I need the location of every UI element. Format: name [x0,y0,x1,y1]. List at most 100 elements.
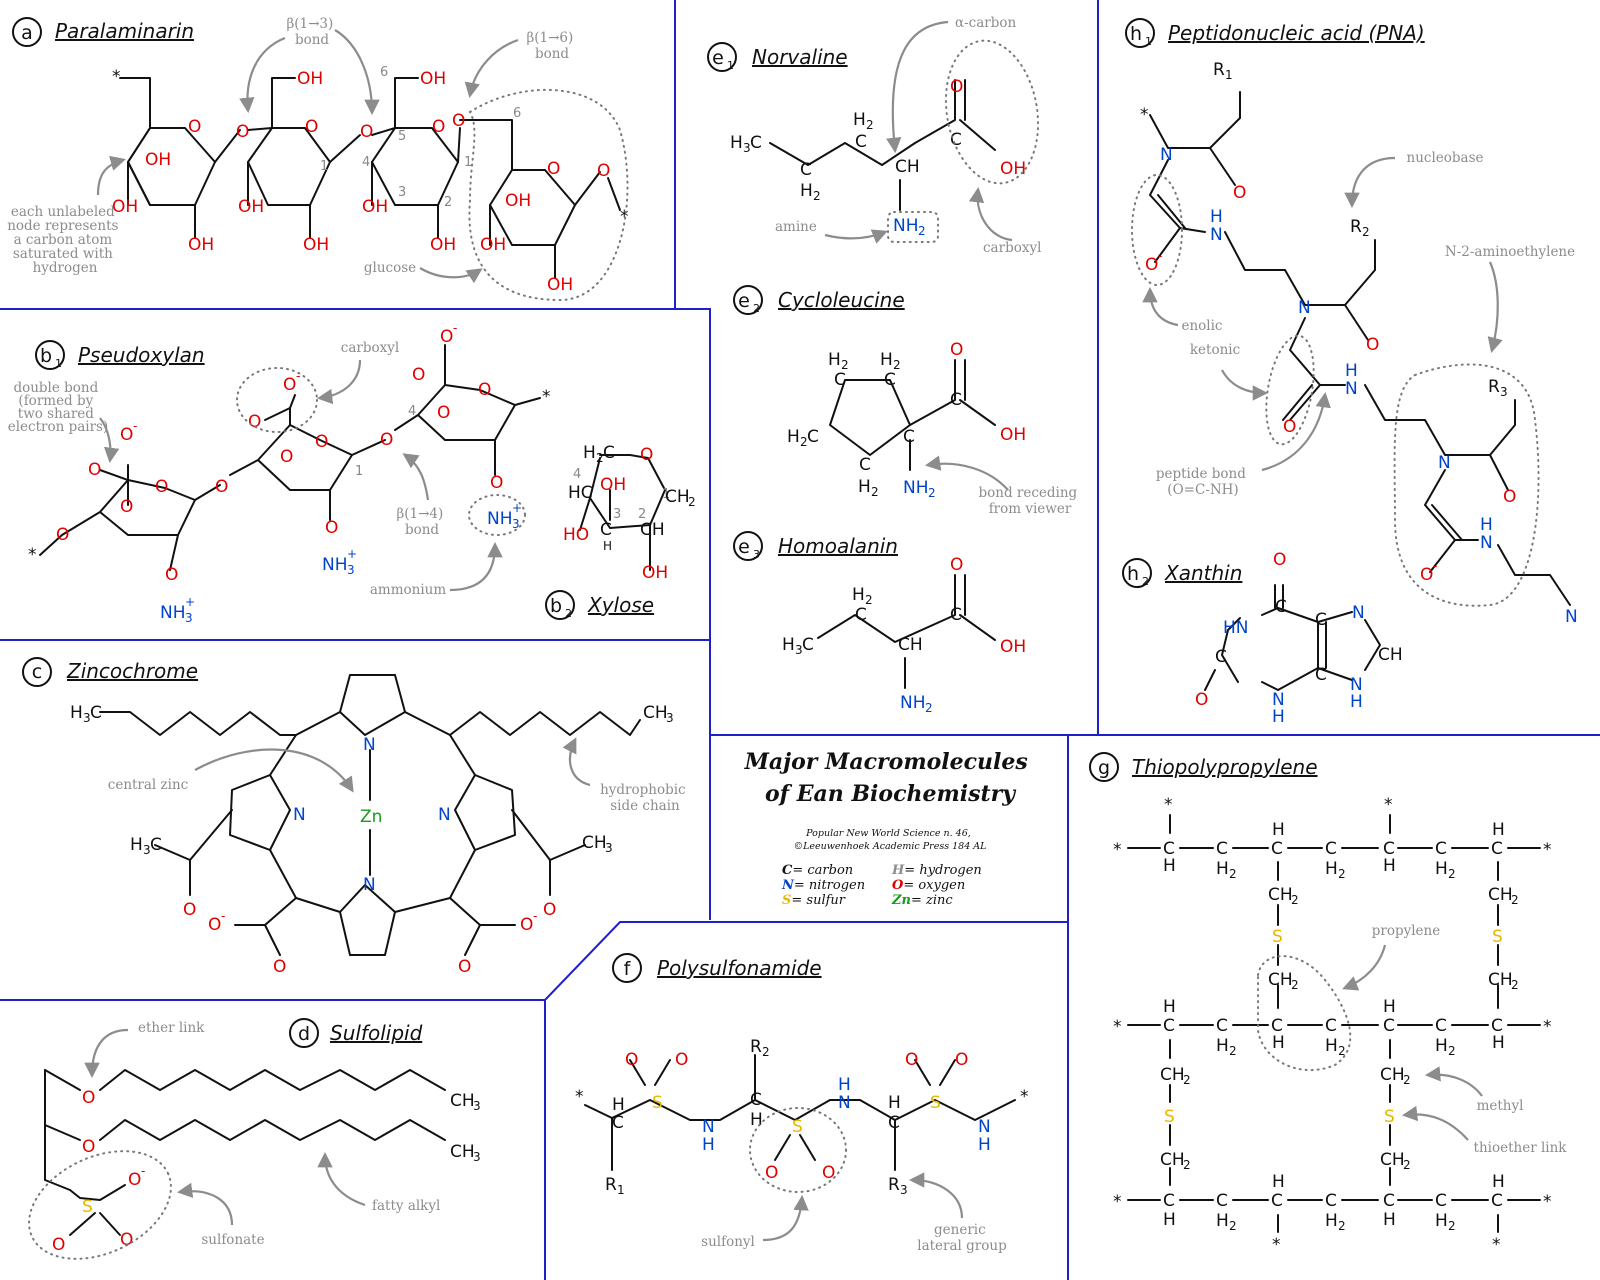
svg-text:OH: OH [642,563,668,583]
sulfonate-highlight [28,1150,172,1260]
svg-text:*: * [1543,1192,1552,1212]
svg-text:*: * [1113,840,1122,860]
svg-text:CH: CH [450,1091,475,1111]
svg-text:CH: CH [582,833,607,853]
svg-text:2: 2 [1511,893,1519,907]
svg-text:O: O [188,117,201,137]
svg-text:3: 3 [1500,385,1508,399]
panel-paralaminarin: a Paralaminarin [7,16,629,302]
svg-text:OH: OH [112,197,138,217]
xanthin-atoms: O HN C C N CH C C O NH NH [1195,550,1403,727]
svg-text:1: 1 [662,487,670,502]
svg-text:H: H [800,181,813,201]
svg-text:H: H [1325,1211,1338,1231]
label-sulfonyl: sulfonyl [701,1234,755,1250]
label-nucleobase: nucleobase [1407,150,1484,166]
svg-text:OH: OH [188,235,214,255]
label-sulfonate: sulfonate [201,1232,264,1248]
svg-text:H: H [1480,515,1493,535]
svg-text:C: C [950,130,962,150]
label-ketonic: ketonic [1190,342,1240,358]
svg-text:H: H [852,585,865,605]
svg-text:H: H [888,1093,901,1113]
svg-text:S: S [652,1093,663,1113]
svg-text:O: O [765,1163,778,1183]
svg-text:N: N [838,1093,851,1113]
svg-text:2: 2 [688,495,696,509]
title-block: Major Macromolecules of Ean Biochemistry… [744,749,1028,908]
svg-text:+: + [185,595,195,609]
svg-text:H: H [1272,1172,1285,1192]
xylose-structure [579,454,666,571]
cycloleucine-structure [829,359,996,471]
svg-text:O: O [273,957,286,977]
svg-text:1: 1 [55,357,62,370]
svg-text:H: H [828,350,841,370]
panel-d-badge: d [289,1018,319,1048]
svg-text:*: * [1020,1087,1029,1107]
svg-text:4: 4 [573,467,581,482]
panel-f-title: Polysulfonamide [657,956,822,980]
svg-text:C: C [1383,1016,1395,1036]
source-line: Popular New World Science n. 46, ©Leeuwe… [794,828,987,852]
svg-text:H: H [1325,859,1338,879]
aminoethylene-highlight [1393,363,1540,607]
svg-text:CH: CH [1268,885,1293,905]
svg-text:*: * [1543,840,1552,860]
svg-text:Zn: Zn [360,807,382,827]
svg-text:O: O [437,403,450,423]
svg-text:*: * [620,207,629,227]
svg-text:*: * [1113,1017,1122,1037]
svg-text:2: 2 [865,593,873,607]
svg-text:O: O [625,1050,638,1070]
svg-text:C: C [750,1090,762,1110]
svg-text:C: C [1491,1191,1503,1211]
svg-text:2: 2 [813,189,821,203]
svg-text:O: O [120,425,133,445]
svg-text:R: R [1350,217,1362,237]
label-beta13-bond: β(1→3) bond [286,16,337,48]
label-beta14-bond: β(1→4) bond [396,506,447,538]
svg-text:CH: CH [1160,1150,1185,1170]
panel-e2-badge: e 2 [733,285,763,315]
label-peptide-bond: peptide bond (O=C-NH) [1156,466,1250,498]
svg-text:C: C [800,160,812,180]
svg-text:2: 2 [753,302,760,315]
svg-text:O: O [128,1170,141,1190]
svg-text:CH: CH [643,703,668,723]
svg-text:N: N [363,735,376,755]
svg-text:O: O [88,460,101,480]
svg-text:*: * [1272,1235,1281,1255]
svg-text:f: f [624,958,632,980]
svg-text:3: 3 [605,841,613,855]
svg-text:C: C [802,635,814,655]
svg-text:2: 2 [1229,1219,1237,1233]
svg-text:OH: OH [1000,159,1026,179]
svg-text:e: e [738,290,750,312]
svg-text:3: 3 [473,1099,481,1113]
svg-text:O: O [155,477,168,497]
zincochrome-structure [99,674,641,956]
svg-text:C: C [90,703,102,723]
label-glucose: glucose [364,260,416,276]
svg-text:C: C [950,390,962,410]
sulfolipid-structure [44,1069,446,1236]
svg-text:N: N [1565,607,1578,627]
svg-text:2: 2 [918,224,926,238]
panel-b1-badge: b 1 [35,340,65,370]
svg-text:CH: CH [640,520,665,540]
svg-text:H: H [782,635,795,655]
svg-text:H: H [1492,820,1505,840]
svg-text:c: c [32,661,42,683]
svg-text:-: - [141,1164,145,1178]
svg-text:OH: OH [505,191,531,211]
svg-text:C: C [1383,1191,1395,1211]
svg-text:-: - [1158,249,1162,263]
panel-d-title: Sulfolipid [330,1021,423,1045]
svg-text:O: O [950,340,963,360]
svg-text:C: C [1271,839,1283,859]
svg-text:4: 4 [362,155,370,170]
